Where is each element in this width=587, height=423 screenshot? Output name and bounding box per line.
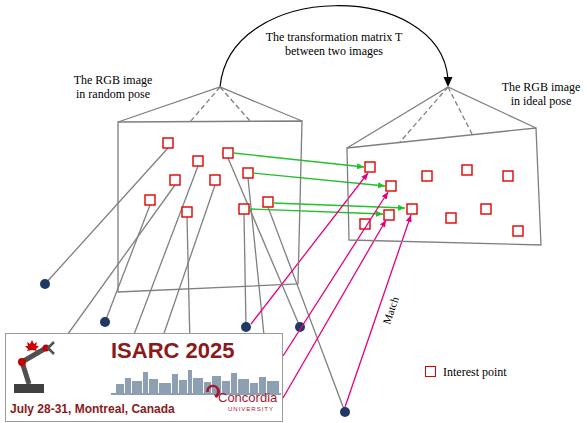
interest-points-part [462,165,472,175]
image-plane [118,121,302,292]
frustum-dash [190,87,220,122]
maple-leaf [25,340,39,351]
university-emblem [206,385,220,398]
interest-points-part [384,210,394,220]
interest-points-part [263,197,273,207]
transformation-arrow [220,6,453,87]
interest-points-part [243,168,253,178]
legend-text: Interest point [443,365,507,379]
camera-frustum-outline [118,87,304,295]
3d-points-part [40,279,50,289]
camera-frustum: The RGB image in ideal pose [344,87,544,247]
projection-lines-part [244,214,246,327]
correspondence-arrows-part [253,173,385,186]
correspondence-arrows-part [273,203,405,208]
arrow-curve [220,6,448,87]
interest-points-part [193,156,203,166]
interest-points-part [170,175,180,185]
conference-dates: July 28-31, Montreal, Canada [10,402,175,416]
interest-points-part [407,204,417,214]
university-name: Concordia [218,390,277,405]
frustum-dash [448,87,472,134]
interest-points-part [223,148,233,158]
interest-points-part [239,204,249,214]
correspondence-arrows-part [233,153,364,167]
edge-label: The transformation matrix T between two … [254,30,414,58]
projection-lines-part [187,217,190,345]
interest-points-part [446,213,456,223]
interest-points-part [422,171,432,181]
frustum-caption: The RGB image in random pose [72,73,154,101]
frustum-dash [400,87,448,142]
interest-points-part [365,162,375,172]
interest-points-part [210,175,220,185]
robot-arm-icon [14,340,54,393]
frustum-dash [220,87,250,121]
university-subtitle: UNIVERSITY [228,406,274,413]
projection-lines-part [228,158,300,327]
frustum-edge [347,87,536,148]
frustum-caption: The RGB image in ideal pose [500,80,582,108]
interest-points-part [145,195,155,205]
correspondence-arrows-part [249,209,383,214]
projection-lines-part [130,166,198,345]
3d-points-part [100,317,110,327]
image-plane [347,128,541,245]
conference-name: ISARC 2025 [111,338,235,364]
interest-points-part [481,204,491,214]
camera-frustum-outline [344,87,544,247]
interest-points-part [386,181,396,191]
interest-points-part [163,138,173,148]
match-lines-part [251,173,368,324]
legend-swatch [425,366,436,377]
camera-frustum: The RGB image in random pose [118,87,304,295]
interest-points-part [182,207,192,217]
projection-lines-part [45,148,168,284]
3d-points-part [340,407,350,417]
interest-points-part [513,226,523,236]
interest-points-part [503,171,513,181]
interest-points [145,138,523,236]
3d-points-part [241,322,251,332]
projection-lines-part [105,205,150,322]
match-lines-part [345,215,411,407]
projection-lines-part [160,185,215,345]
conference-logo: ISARC 2025July 28-31, Montreal, Canada Co… [5,333,283,422]
match-label: Match [380,295,401,326]
arrow-head [444,77,453,87]
